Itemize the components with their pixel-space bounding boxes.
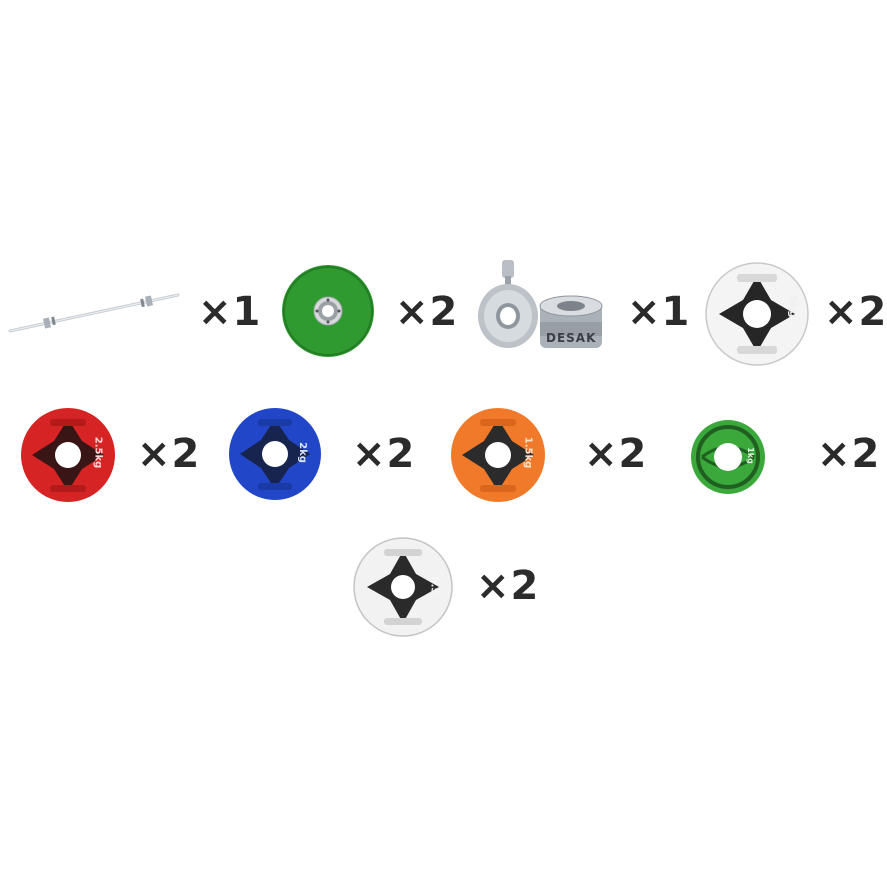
white-0.5kg-plate-quantity: ×2	[476, 563, 540, 609]
green-bumper-plate-quantity: ×2	[395, 289, 459, 335]
barbell-quantity: ×1	[198, 289, 262, 335]
white-0.5kg-plate-image: 0.5	[353, 537, 453, 637]
orange-1.5kg-plate-label: 1.5kg	[522, 436, 534, 469]
white-0.5kg-plate-label: 0.5	[428, 576, 440, 595]
green-bumper-plate-image	[281, 264, 375, 358]
blue-2kg-plate-quantity: ×2	[352, 431, 416, 477]
green-1kg-plate-image: 1kg	[690, 419, 766, 495]
red-2.5kg-plate-label: 2.5kg	[92, 436, 104, 469]
red-2.5kg-plate-quantity: ×2	[137, 431, 201, 477]
blue-2kg-plate-image: 2kg	[228, 407, 322, 501]
white-5kg-plate-quantity: ×2	[824, 289, 887, 335]
green-1kg-plate-label: 1kg	[745, 447, 755, 464]
collars-image: DESAK	[476, 258, 606, 358]
white-5kg-plate-label: 5kg	[786, 295, 800, 318]
white-5kg-plate-image: 5kg	[705, 262, 809, 366]
collars-brand-label: DESAK	[546, 331, 597, 345]
green-1kg-plate-quantity: ×2	[817, 431, 881, 477]
barbell-image	[6, 285, 182, 345]
orange-1.5kg-plate-image: 1.5kg	[450, 407, 546, 503]
blue-2kg-plate-label: 2kg	[296, 442, 308, 463]
orange-1.5kg-plate-quantity: ×2	[584, 431, 648, 477]
red-2.5kg-plate-image: 2.5kg	[20, 407, 116, 503]
collars-quantity: ×1	[627, 289, 691, 335]
